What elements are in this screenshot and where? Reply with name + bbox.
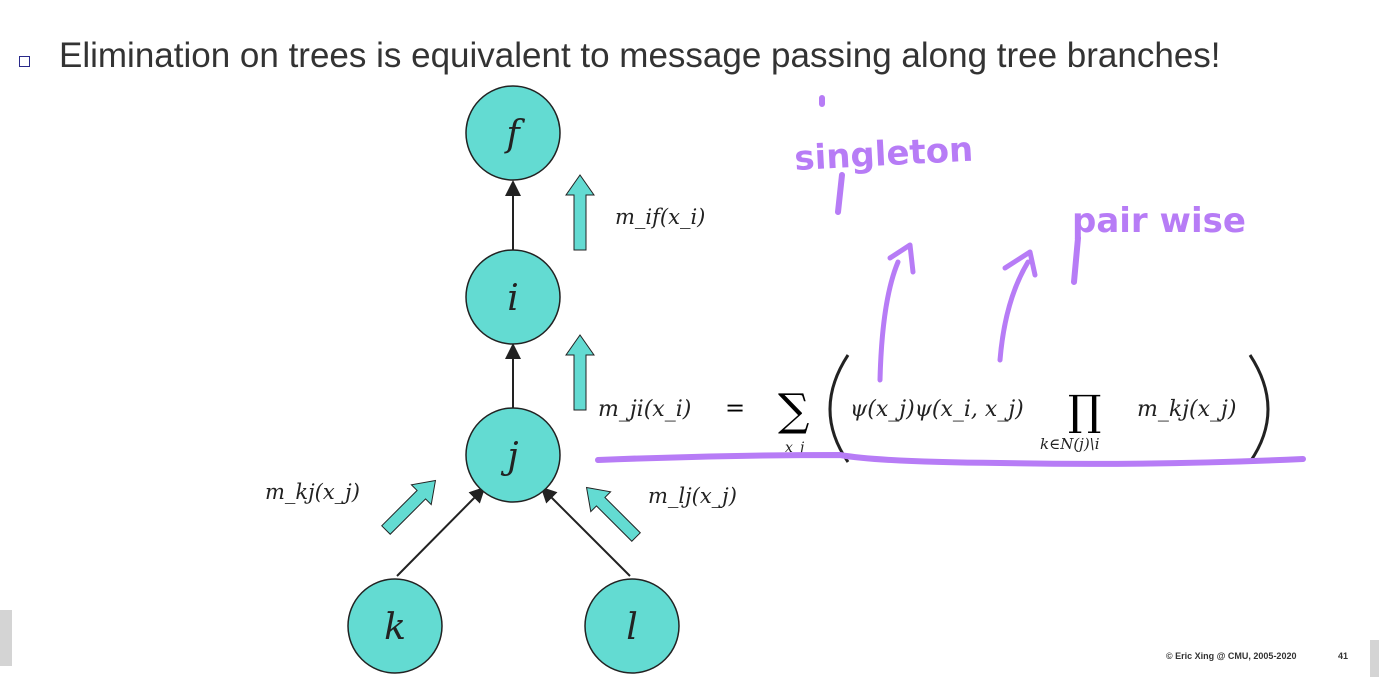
equation-tail: m_kj(x_j): [1137, 397, 1236, 422]
bullet-icon: [19, 56, 30, 67]
message-label-kj: m_kj(x_j): [265, 480, 360, 504]
node-label: i: [507, 278, 519, 319]
left-edge-thumbnail: [0, 610, 12, 666]
equation: m_ji(x_i) = ∑ x_j ψ(x_j)ψ(x_i, x_j) ∏ k∈…: [598, 354, 1270, 463]
bullet-text: Elimination on trees is equivalent to me…: [59, 36, 1221, 75]
message-label-if: m_if(x_i): [615, 205, 705, 229]
left-paren: [828, 354, 850, 463]
prod-subscript: k∈N(j)\i: [1040, 435, 1100, 453]
message-arrow-lj: [585, 486, 641, 542]
message-arrow-if: [565, 174, 595, 251]
message-arrow-kj: [381, 479, 437, 535]
edge-l-j: [540, 486, 631, 577]
node-j: j: [465, 407, 561, 503]
node-l: l: [584, 578, 680, 674]
arrow-to-pairwise: [997, 249, 1038, 363]
node-label: k: [384, 607, 406, 648]
right-paren: [1248, 354, 1270, 463]
equation-lhs: m_ji(x_i): [598, 397, 691, 422]
handwritten-annotations: singleton pair wise: [595, 95, 1306, 467]
sum-symbol: ∑: [778, 385, 809, 436]
prod-symbol: ∏: [1068, 386, 1101, 435]
node-k: k: [347, 578, 443, 674]
equation-equals: =: [725, 394, 745, 422]
equation-body: ψ(x_j)ψ(x_i, x_j): [850, 397, 1024, 422]
message-arrow-ji: [565, 334, 595, 411]
singleton-stroke-marks: [819, 95, 845, 215]
underline-stroke: [595, 451, 1306, 467]
edge-k-j: [396, 486, 486, 577]
footer-copyright: © Eric Xing @ CMU, 2005-2020: [1166, 651, 1297, 661]
sum-subscript: x_j: [785, 440, 805, 456]
message-label-lj: m_lj(x_j): [648, 484, 737, 508]
node-f: f: [465, 85, 561, 181]
annotation-pairwise: pair wise: [1072, 201, 1246, 241]
node-i: i: [465, 249, 561, 345]
pairwise-stroke-mark: [1071, 235, 1081, 285]
node-label: l: [626, 607, 638, 648]
arrow-to-singleton: [877, 242, 916, 383]
right-edge-thumbnail: [1370, 640, 1379, 677]
annotation-singleton: singleton: [793, 130, 974, 179]
page-number: 41: [1338, 651, 1349, 661]
